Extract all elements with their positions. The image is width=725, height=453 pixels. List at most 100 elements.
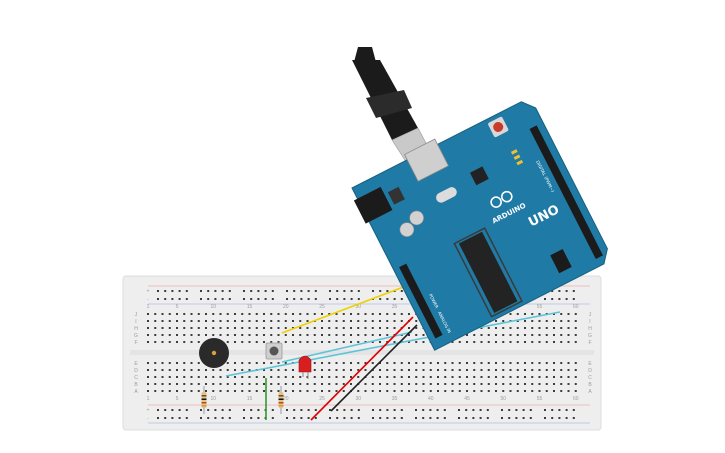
terminal-hole[interactable]	[451, 390, 454, 392]
terminal-hole[interactable]	[422, 390, 425, 392]
terminal-hole[interactable]	[263, 362, 265, 364]
terminal-hole[interactable]	[393, 320, 396, 322]
terminal-hole[interactable]	[553, 327, 555, 329]
terminal-hole[interactable]	[480, 369, 483, 371]
resistor-2[interactable]	[278, 386, 284, 414]
bottom-rail-plus-hole[interactable]	[572, 409, 575, 411]
terminal-hole[interactable]	[168, 320, 171, 322]
terminal-hole[interactable]	[234, 334, 236, 336]
terminal-hole[interactable]	[255, 313, 258, 315]
terminal-hole[interactable]	[306, 320, 309, 322]
terminal-hole[interactable]	[437, 362, 439, 364]
terminal-hole[interactable]	[364, 369, 367, 371]
terminal-hole[interactable]	[219, 327, 222, 329]
terminal-hole[interactable]	[560, 383, 563, 385]
terminal-hole[interactable]	[335, 341, 338, 343]
terminal-hole[interactable]	[226, 320, 229, 322]
terminal-hole[interactable]	[408, 334, 410, 336]
terminal-hole[interactable]	[205, 320, 207, 322]
terminal-hole[interactable]	[524, 334, 526, 336]
terminal-hole[interactable]	[270, 327, 273, 329]
terminal-hole[interactable]	[473, 383, 476, 385]
terminal-hole[interactable]	[400, 383, 403, 385]
top-rail-plus-hole[interactable]	[400, 290, 403, 292]
terminal-hole[interactable]	[567, 341, 570, 343]
top-rail-plus-hole[interactable]	[221, 290, 224, 292]
bottom-rail-plus-hole[interactable]	[207, 409, 210, 411]
bottom-rail-minus-hole[interactable]	[443, 417, 446, 419]
terminal-hole[interactable]	[574, 383, 577, 385]
terminal-hole[interactable]	[277, 320, 280, 322]
terminal-hole[interactable]	[241, 376, 244, 378]
terminal-hole[interactable]	[524, 341, 526, 343]
terminal-hole[interactable]	[437, 369, 439, 371]
bottom-rail-plus-hole[interactable]	[314, 409, 317, 411]
terminal-hole[interactable]	[321, 341, 323, 343]
top-rail-minus-hole[interactable]	[243, 298, 245, 300]
terminal-hole[interactable]	[176, 320, 178, 322]
bottom-rail-minus-hole[interactable]	[157, 417, 159, 419]
terminal-hole[interactable]	[255, 341, 258, 343]
terminal-hole[interactable]	[524, 369, 526, 371]
terminal-hole[interactable]	[277, 327, 280, 329]
terminal-hole[interactable]	[458, 369, 461, 371]
bottom-rail-minus-hole[interactable]	[415, 417, 417, 419]
terminal-hole[interactable]	[277, 390, 280, 392]
terminal-hole[interactable]	[154, 383, 157, 385]
terminal-hole[interactable]	[161, 376, 164, 378]
terminal-hole[interactable]	[219, 369, 222, 371]
top-rail-plus-hole[interactable]	[565, 290, 568, 292]
terminal-hole[interactable]	[560, 327, 563, 329]
terminal-hole[interactable]	[350, 334, 352, 336]
bottom-rail-minus-hole[interactable]	[436, 417, 439, 419]
bottom-rail-plus-hole[interactable]	[350, 409, 353, 411]
terminal-hole[interactable]	[560, 390, 563, 392]
terminal-hole[interactable]	[328, 313, 331, 315]
terminal-hole[interactable]	[538, 362, 541, 364]
terminal-hole[interactable]	[408, 390, 410, 392]
terminal-hole[interactable]	[183, 383, 186, 385]
terminal-hole[interactable]	[306, 383, 309, 385]
terminal-hole[interactable]	[328, 362, 331, 364]
terminal-hole[interactable]	[560, 341, 563, 343]
terminal-hole[interactable]	[197, 383, 200, 385]
terminal-hole[interactable]	[284, 362, 287, 364]
top-rail-plus-hole[interactable]	[572, 290, 575, 292]
terminal-hole[interactable]	[270, 334, 273, 336]
bottom-rail-plus-hole[interactable]	[221, 409, 224, 411]
terminal-hole[interactable]	[466, 341, 468, 343]
terminal-hole[interactable]	[161, 383, 164, 385]
top-rail-plus-hole[interactable]	[286, 290, 288, 292]
terminal-hole[interactable]	[393, 362, 396, 364]
terminal-hole[interactable]	[161, 369, 164, 371]
bottom-rail-minus-hole[interactable]	[551, 417, 554, 419]
top-rail-plus-hole[interactable]	[250, 290, 253, 292]
wire-cyan-buzzer[interactable]	[225, 311, 561, 377]
top-rail-plus-hole[interactable]	[257, 290, 260, 292]
top-rail-minus-hole[interactable]	[257, 298, 260, 300]
terminal-hole[interactable]	[357, 327, 360, 329]
terminal-hole[interactable]	[509, 334, 512, 336]
top-rail-plus-hole[interactable]	[171, 290, 174, 292]
bottom-rail-plus-hole[interactable]	[171, 409, 174, 411]
top-rail-minus-hole[interactable]	[157, 298, 159, 300]
terminal-hole[interactable]	[147, 313, 149, 315]
terminal-hole[interactable]	[263, 334, 265, 336]
top-rail-minus-hole[interactable]	[544, 298, 546, 300]
terminal-hole[interactable]	[371, 383, 374, 385]
terminal-hole[interactable]	[147, 369, 149, 371]
terminal-hole[interactable]	[328, 341, 331, 343]
terminal-hole[interactable]	[226, 376, 229, 378]
terminal-hole[interactable]	[335, 327, 338, 329]
terminal-hole[interactable]	[335, 362, 338, 364]
top-rail-minus-hole[interactable]	[207, 298, 210, 300]
terminal-hole[interactable]	[161, 341, 164, 343]
terminal-hole[interactable]	[480, 362, 483, 364]
terminal-hole[interactable]	[451, 383, 454, 385]
terminal-hole[interactable]	[176, 390, 178, 392]
terminal-hole[interactable]	[567, 376, 570, 378]
terminal-hole[interactable]	[545, 376, 548, 378]
terminal-hole[interactable]	[502, 383, 505, 385]
terminal-hole[interactable]	[255, 362, 258, 364]
terminal-hole[interactable]	[408, 376, 410, 378]
